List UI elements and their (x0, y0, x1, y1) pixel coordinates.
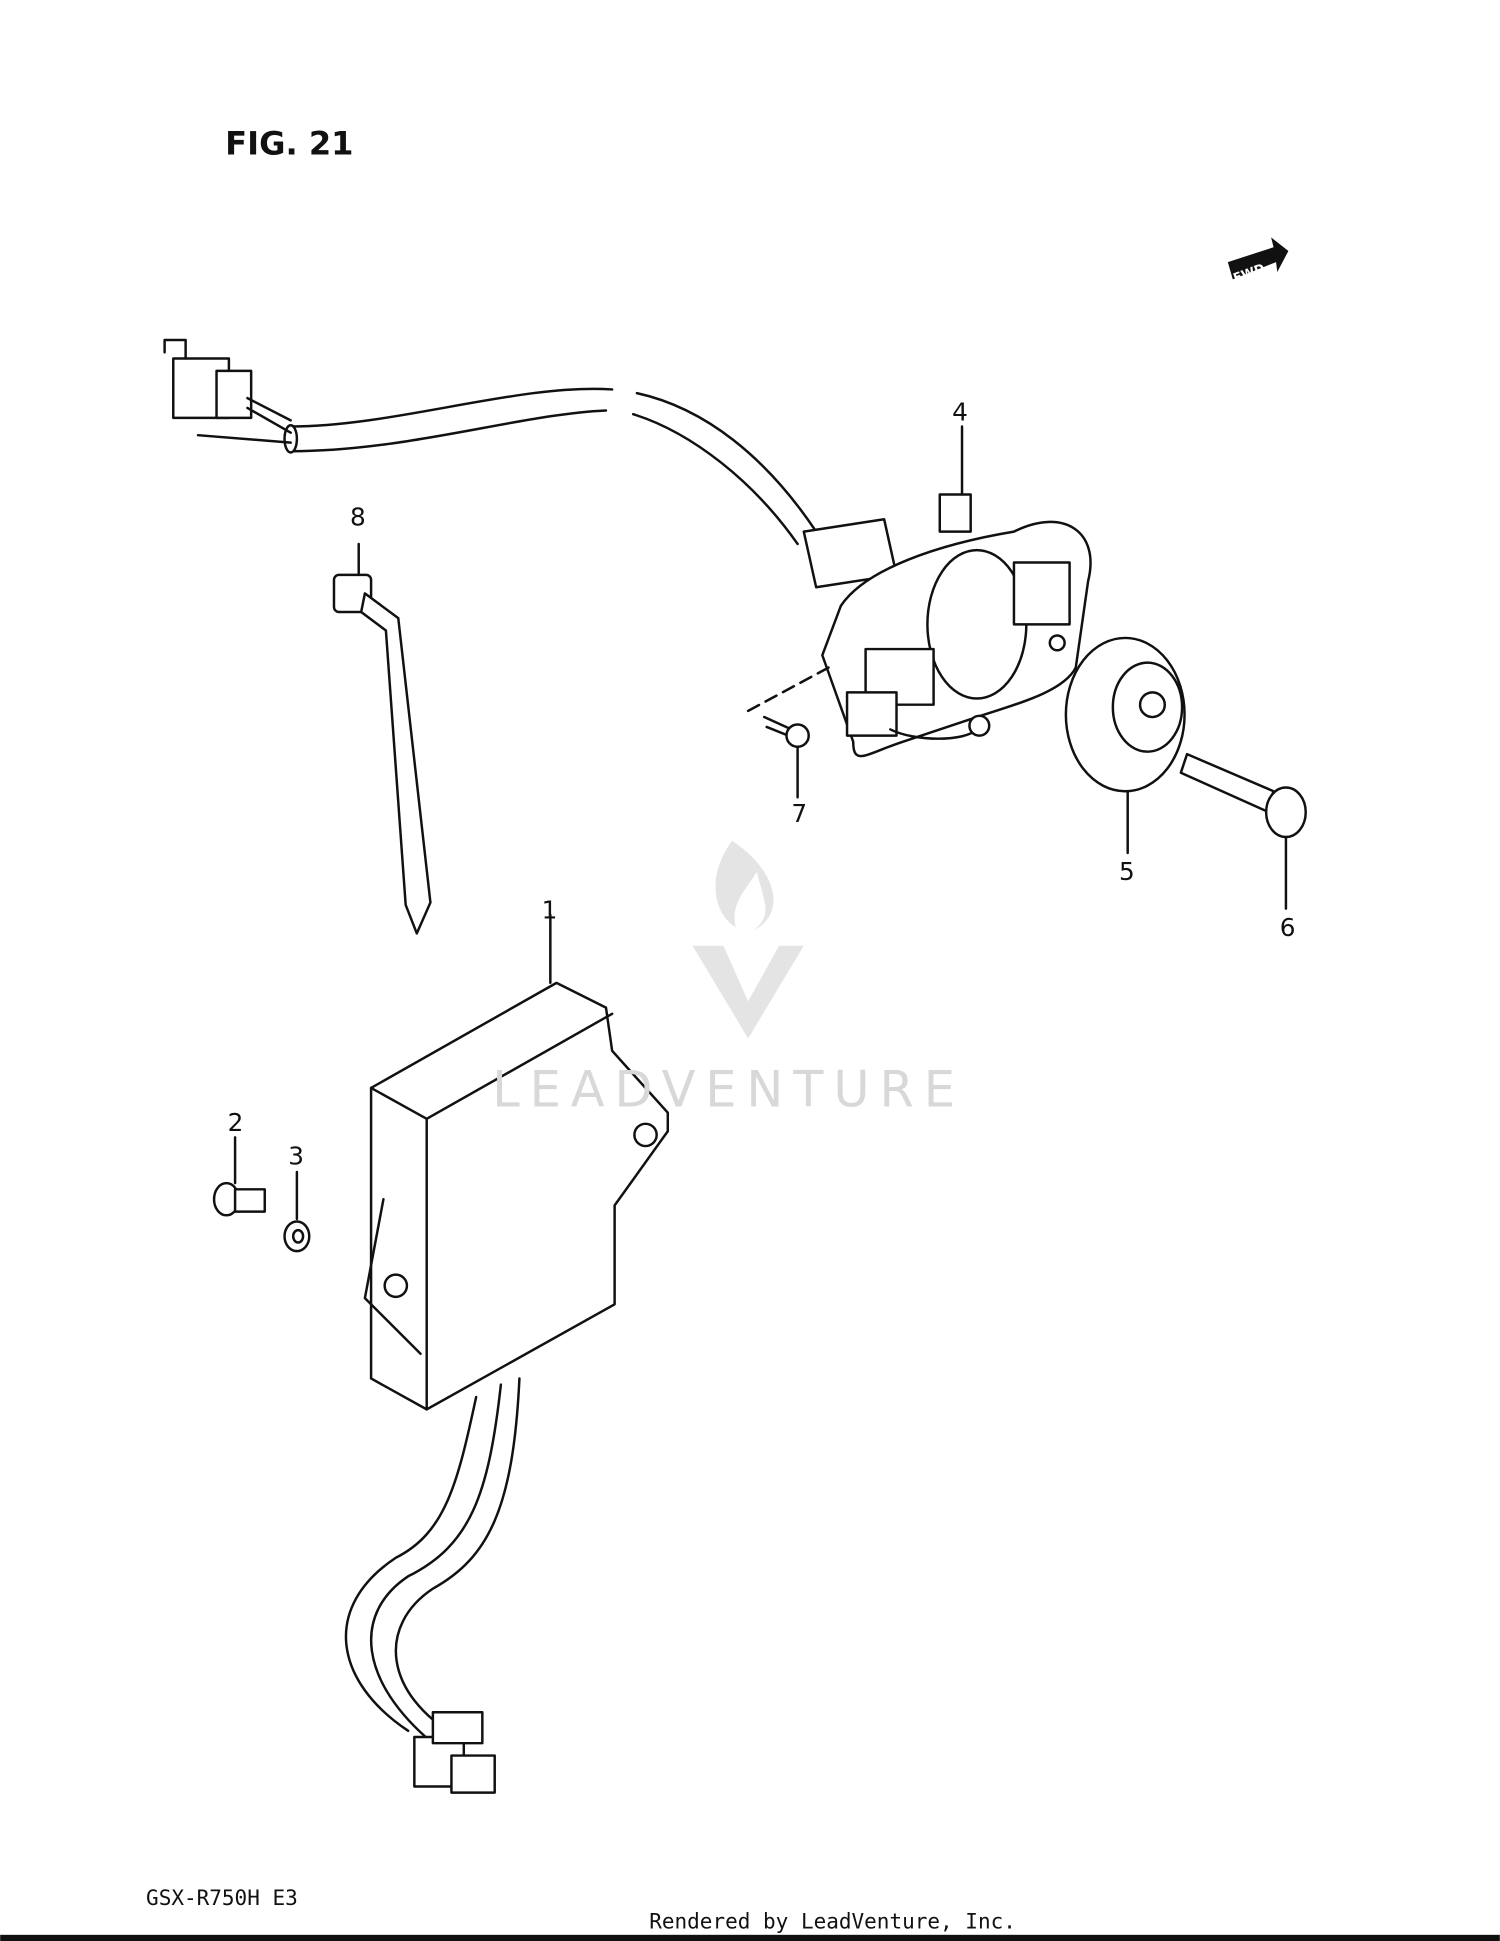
cable-tie-8 (332, 542, 432, 935)
fwd-arrow-icon: FWD (1227, 237, 1289, 285)
callout-6: 6 (1280, 913, 1296, 942)
model-code: GSX-R750H E3 (146, 1885, 298, 1910)
figure-title: FIG. 21 (225, 125, 353, 163)
callout-2: 2 (228, 1108, 244, 1137)
bolt-6 (1179, 752, 1307, 910)
washer-3 (283, 1170, 311, 1253)
callout-1: 1 (542, 896, 558, 925)
callout-3: 3 (288, 1142, 304, 1171)
callout-4: 4 (952, 397, 968, 426)
watermark-text: LEADVENTURE (492, 1060, 965, 1118)
screw-7 (762, 715, 810, 799)
callout-8: 8 (350, 502, 366, 531)
bolt-2 (212, 1136, 266, 1217)
footer-rule (0, 1934, 1500, 1941)
signal-rotor-5 (1064, 636, 1186, 855)
leadventure-watermark: LEADVENTURE (492, 840, 965, 1118)
callout-7: 7 (791, 799, 807, 828)
footer-credit: Rendered by LeadVenture, Inc. (649, 1909, 1016, 1934)
igniter-unit-1 (344, 913, 670, 1794)
callout-5: 5 (1119, 857, 1135, 886)
signal-generator-harness (163, 338, 1092, 758)
